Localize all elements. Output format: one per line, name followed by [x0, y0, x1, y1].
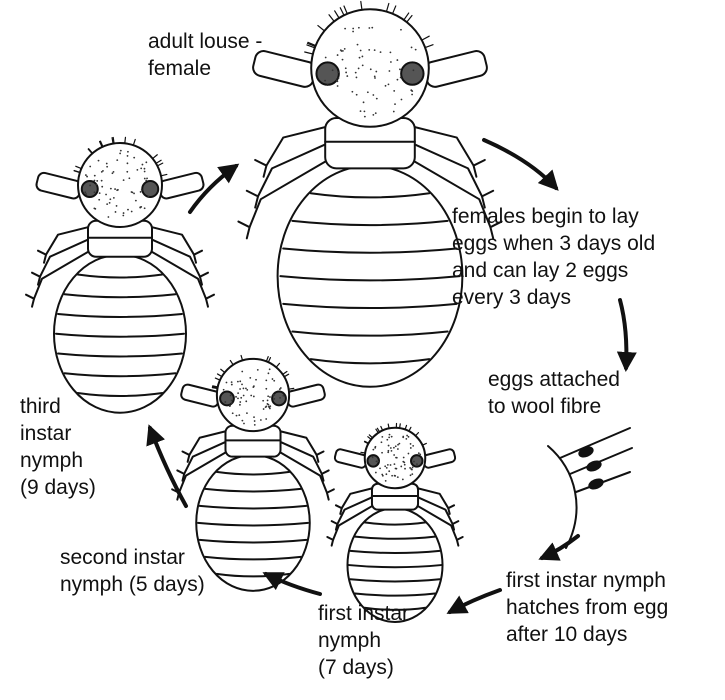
arrow-hatch-to-first	[450, 590, 500, 612]
eye-spot	[316, 62, 338, 84]
third-instar-nymph	[26, 137, 214, 412]
arrow-second-to-third	[150, 428, 186, 506]
label-adult-louse: adult louse - female	[148, 28, 262, 82]
egg	[578, 446, 594, 459]
label-second-instar: second instar nymph (5 days)	[60, 544, 205, 598]
lice-illustrations	[26, 1, 502, 622]
eye-spot	[401, 62, 423, 84]
arrow-fibre-to-hatch	[542, 536, 578, 558]
egg	[586, 460, 602, 473]
label-eggs-attached: eggs attached to wool fibre	[488, 366, 620, 420]
label-hatching: first instar nymph hatches from egg afte…	[506, 567, 668, 648]
arrow-adult-to-laying	[484, 140, 556, 188]
label-first-instar: first instar nymph (7 days)	[318, 600, 409, 681]
wool-fibre-with-eggs	[548, 428, 632, 548]
label-third-instar: third instar nymph (9 days)	[20, 393, 96, 501]
eye-spot	[82, 181, 98, 197]
first-instar-nymph	[327, 423, 462, 621]
wool-fibre	[548, 446, 576, 548]
label-egg-laying: females begin to lay eggs when 3 days ol…	[452, 203, 655, 311]
adult-louse-female	[238, 1, 501, 386]
abdomen	[278, 166, 463, 387]
egg	[588, 478, 604, 491]
eye-spot	[142, 181, 158, 197]
